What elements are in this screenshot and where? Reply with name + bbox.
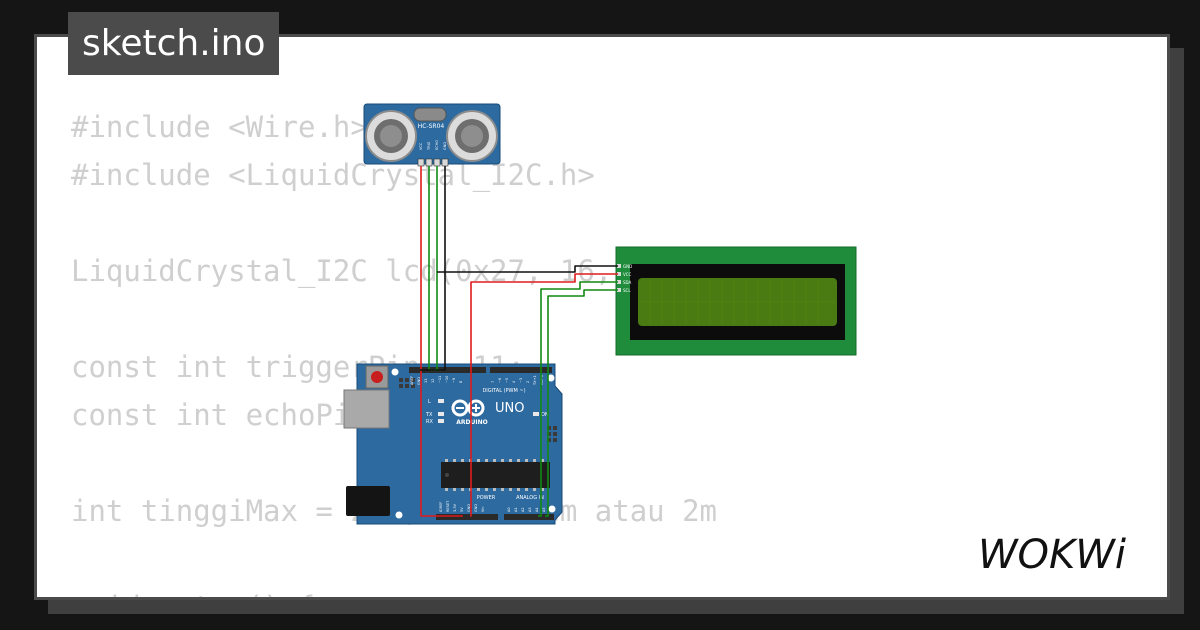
pin-label-5v: 5V [460,507,464,512]
pin-label-13: 13 [424,379,428,383]
pin-label-gnd-2: GND [474,504,478,512]
led-tx-label: TX [425,412,433,418]
mount-hole-2 [547,374,555,382]
mount-hole-1 [391,368,399,376]
pin-label-3v3: 3.3V [453,503,457,512]
arduino-brand-label: ARDUINO [456,419,487,426]
icsp-header-top [399,378,415,388]
code-line-11: void setup() { [71,583,717,597]
wire-lcd-vcc-to-5v[interactable] [470,273,618,517]
pin-label-gnd-top: GND [417,377,421,385]
lcd-pin-scl-label: SCL [623,288,631,293]
code-line-1: #include <Wire.h> [71,110,368,144]
wire-lcd-gnd-to-gnd[interactable] [437,265,618,273]
pin-label-8: 8 [459,381,463,383]
digital-header-label: DIGITAL (PWM ~) [482,388,525,394]
arduino-infinity-icon [451,399,485,417]
pin-label-a4: A4 [535,507,539,512]
analog-header-label: ANALOG IN [516,495,544,501]
wire-sensor-gnd-to-gnd[interactable] [420,166,446,371]
lcd-pin-sda-label: SDA [623,280,632,285]
pin-label-a1: A1 [514,507,518,512]
wokwi-logo-text: WOKWi [978,532,1126,574]
wire-sensor-vcc-to-5v[interactable] [420,166,463,517]
chip-notch [445,473,449,477]
lcd-pin-scl[interactable] [617,288,621,292]
pin-label-11: ~11 [438,376,442,383]
pin-label-aref: AREF [410,376,414,385]
lcd-pin-gnd-label: GND [623,264,632,269]
pin-label-0: RX←0 [540,375,544,385]
sensor-pin-vcc[interactable] [417,158,425,167]
sensor-pin-echo[interactable] [433,158,441,167]
pin-label-a5: A5 [542,507,546,512]
reset-button[interactable] [371,371,383,383]
sensor-pin-trig[interactable] [425,158,433,167]
sensor-model-label: HC-SR04 [418,123,445,130]
mount-hole-3 [395,511,403,519]
pin-label-4: 4 [512,380,516,383]
sensor-pin-gnd-label: GND [443,142,447,150]
sensor-pin-gnd[interactable] [441,158,449,167]
digital-header-high[interactable] [409,367,486,373]
sensor-transducer-left [365,110,417,162]
pin-label-10: ~10 [445,376,449,383]
preview-card: #include <Wire.h>#include <LiquidCrystal… [34,34,1170,600]
wokwi-logo: WOKWi [978,532,1126,574]
filename-badge: sketch.ino [68,12,280,75]
sensor-pin-trig-label: TRIG [427,141,431,151]
wire-sensor-trig-to-pin11[interactable] [428,166,441,371]
led-on [533,412,539,416]
lcd-pin-vcc-label: VCC [623,272,632,277]
usb-connector [343,389,390,429]
led-l [438,399,444,403]
sensor-transducer-right [446,110,498,162]
pin-label-ioref: IOREF [439,502,443,512]
arduino-model-label: UNO [495,401,524,416]
pin-label-a2: A2 [521,507,525,512]
led-l-label: L [428,399,431,405]
sensor-pin-echo-label: ECHO [435,140,439,150]
digital-header-low[interactable] [490,367,552,373]
lcd-character-grid [640,280,835,324]
wire-lcd-sda-to-a4[interactable] [538,281,618,517]
pin-label-1: TX→1 [533,375,537,386]
pin-label-a3: A3 [528,507,532,512]
lcd-pin-sda[interactable] [617,280,621,284]
pin-label-7: 7 [491,381,495,383]
pin-label-gnd-1: GND [467,504,471,512]
led-rx-label: RX [426,419,433,425]
lcd-pin-vcc[interactable] [617,272,621,276]
pin-label-5: ~5 [505,378,509,383]
power-jack [346,486,390,516]
power-header[interactable] [436,514,498,520]
led-rx [438,419,444,423]
mount-hole-4 [548,505,556,513]
pin-label-a0: A0 [507,507,511,512]
wires [420,166,618,517]
analog-header[interactable] [504,514,554,520]
ultrasonic-sensor[interactable]: HC-SR04 VCC TRIG ECHO GND [363,103,501,167]
pin-label-12: 12 [431,379,435,383]
wire-sensor-echo-to-pin12[interactable] [434,166,438,371]
sensor-pin-vcc-label: VCC [419,142,423,150]
icsp-header-right [547,426,557,442]
arduino-uno-board[interactable]: AREF GND 13 12 ~11 ~10 ~9 8 7 ~6 ~5 4 ~3… [343,363,563,525]
power-header-label: POWER [477,495,496,501]
sensor-crystal [413,107,447,122]
microcontroller-chip [441,462,550,488]
pin-label-2: 2 [526,381,530,383]
pin-label-6: ~6 [498,378,502,383]
lcd-module[interactable]: GND VCC SDA SCL [615,246,857,356]
wire-lcd-scl-to-a5[interactable] [545,289,618,517]
lcd-pin-gnd[interactable] [617,264,621,268]
pin-label-reset: RESET [446,500,450,512]
pin-label-3: ~3 [519,378,523,383]
pin-label-vin: Vin [481,506,485,512]
led-tx [438,412,444,416]
led-on-label: ON [541,412,549,418]
pin-label-9: ~9 [452,378,456,383]
